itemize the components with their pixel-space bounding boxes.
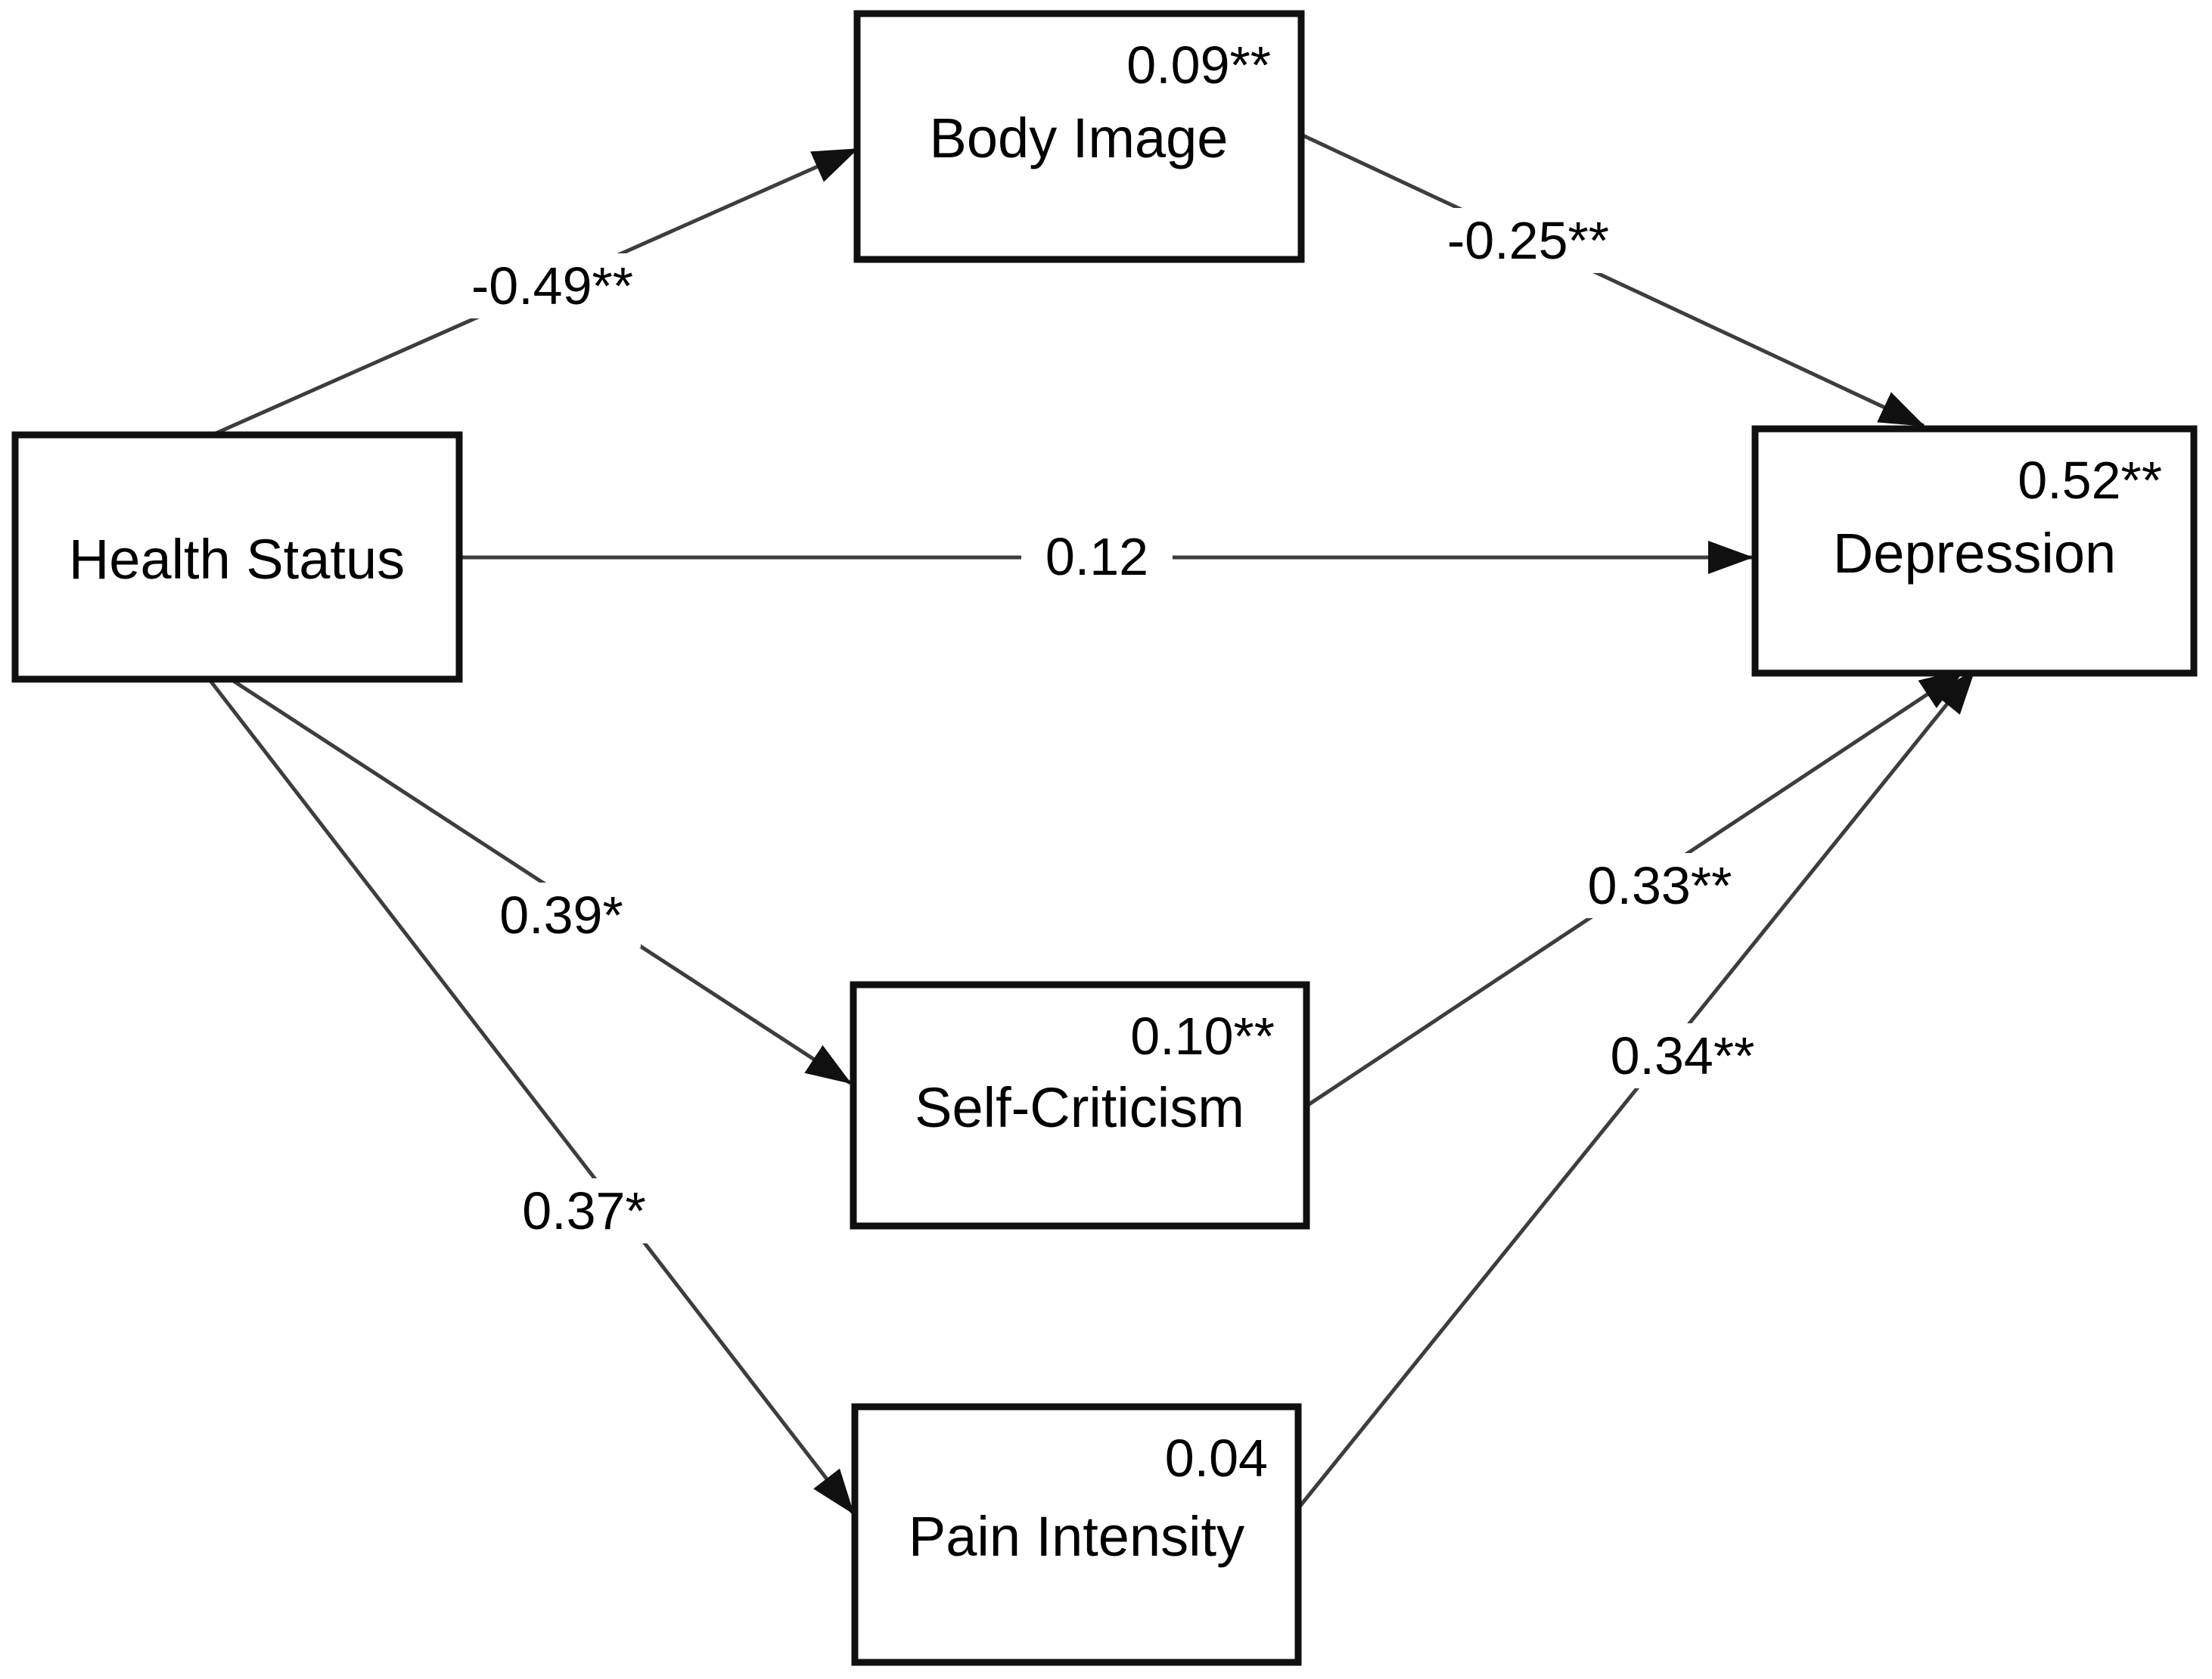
body-image-box — [853, 10, 1305, 263]
pain-intensity-box — [851, 1403, 1302, 1666]
label-backing — [505, 1178, 663, 1243]
edge-label-sc-dep: 0.33** — [1588, 856, 1732, 915]
pain-intensity-coef: 0.04 — [1165, 1429, 1268, 1488]
label-backing — [1595, 1023, 1769, 1088]
health-status-label: Health Status — [69, 528, 405, 591]
label-backing — [461, 253, 643, 318]
label-backing — [1021, 524, 1173, 589]
edge-body-image-to-depression — [1300, 132, 1925, 428]
health-status-box — [11, 431, 463, 683]
node-body-image: 0.09** Body Image — [853, 10, 1305, 263]
depression-coef: 0.52** — [2018, 451, 2162, 510]
label-backing — [482, 883, 641, 948]
node-depression: 0.52** Depression — [1751, 425, 2198, 677]
depression-box — [1751, 425, 2198, 677]
edge-label-hs-bi: -0.49** — [471, 256, 633, 315]
node-pain-intensity: 0.04 Pain Intensity — [851, 1403, 1302, 1666]
node-self-criticism: 0.10** Self-Criticism — [850, 981, 1310, 1230]
self-criticism-label: Self-Criticism — [915, 1076, 1244, 1139]
node-health-status: Health Status — [11, 431, 463, 683]
edge-label-hs-dep: 0.12 — [1045, 527, 1148, 586]
depression-label: Depression — [1833, 522, 2116, 585]
label-backing — [1573, 853, 1747, 918]
body-image-label: Body Image — [930, 107, 1229, 169]
edge-label-hs-sc: 0.39* — [499, 886, 623, 945]
edge-labels: -0.49** -0.25** 0.12 0.39* 0.37* 0.33** … — [471, 211, 1754, 1240]
edge-health-status-to-self-criticism — [231, 678, 852, 1085]
edge-label-hs-pi: 0.37* — [522, 1181, 645, 1240]
edge-health-status-to-pain-intensity — [209, 679, 855, 1515]
edge-label-backings — [461, 208, 1769, 1243]
edge-label-pi-dep: 0.34** — [1611, 1026, 1755, 1085]
self-criticism-box — [850, 981, 1310, 1230]
label-backing — [1437, 208, 1619, 273]
edges — [209, 132, 1976, 1515]
body-image-coef: 0.09** — [1126, 36, 1271, 95]
pain-intensity-label: Pain Intensity — [909, 1505, 1244, 1568]
edge-label-bi-dep: -0.25** — [1447, 211, 1609, 270]
self-criticism-coef: 0.10** — [1130, 1007, 1275, 1066]
